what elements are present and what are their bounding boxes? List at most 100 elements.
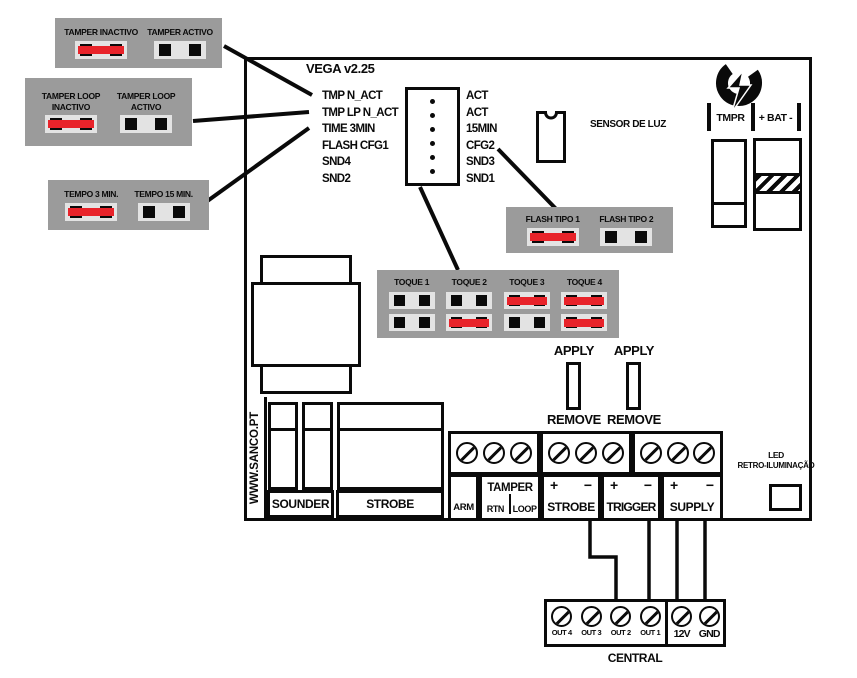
jumper-pin	[476, 295, 488, 307]
jumper-cap	[78, 45, 125, 54]
config-option-label: TAMPER LOOP INACTIVO	[41, 91, 101, 112]
apply-label: APPLY	[613, 343, 655, 358]
jumper-tamper-loop-activo	[120, 114, 173, 133]
pin-dot	[430, 169, 435, 174]
pin-dot	[430, 113, 435, 118]
supply-terminal-label: SUPPLY	[669, 500, 715, 514]
light-sensor-shape	[536, 111, 566, 163]
strobe-terminal-label: STROBE	[547, 500, 595, 514]
pin-label: ACT	[466, 106, 488, 119]
sounder-connector-2	[302, 402, 333, 490]
jumper-toque4-top	[561, 292, 608, 310]
connector-divider	[305, 428, 330, 431]
jumper-cap	[506, 296, 547, 305]
tick-bar	[797, 103, 801, 131]
screw-terminal-supply-plus	[666, 442, 689, 464]
screw-terminal-strobe-minus	[575, 442, 597, 464]
toque-label: TOQUE 3	[509, 276, 545, 287]
central-cell: OUT 2	[606, 602, 636, 644]
screw-gnd	[698, 606, 720, 627]
config-option: TEMPO 15 MIN.	[134, 189, 193, 221]
jumper-tempo-15min	[137, 202, 190, 221]
pin-dot	[430, 99, 435, 104]
pin-label: 15MIN	[466, 123, 497, 136]
out1-label: OUT 1	[640, 628, 661, 637]
jumper-pin	[155, 117, 168, 130]
tick-bar	[707, 103, 711, 131]
battery-hatch-band	[755, 173, 800, 194]
jumper-cap	[68, 207, 115, 216]
legend-block-tamper: TAMPER INACTIVO TAMPER ACTIVO	[55, 18, 222, 68]
jumper-pin	[605, 230, 618, 243]
jumper-pin	[393, 317, 405, 329]
legend-block-tempo: TEMPO 3 MIN. TEMPO 15 MIN.	[48, 180, 209, 230]
config-option: TEMPO 3 MIN.	[64, 189, 119, 221]
terminal-label-tamper: TAMPER RTN LOOP	[479, 474, 541, 521]
screw-terminal-trigger-plus	[602, 442, 624, 464]
terminal-block-1	[448, 431, 540, 475]
config-option: TAMPER INACTIVO	[64, 27, 138, 59]
label-divider	[508, 494, 512, 514]
pin-label: ACT	[466, 90, 488, 102]
apply-remove-jumper-1	[566, 362, 581, 410]
trigger-terminal-label: TRIGGER	[606, 500, 656, 514]
transformer-top	[260, 255, 352, 285]
config-option: FLASH TIPO 2	[599, 214, 654, 246]
sounder-label-box: SOUNDER	[267, 490, 334, 518]
pin-labels-left: TMP N_ACT TMP LP N_ACT TIME 3MIN FLASH C…	[322, 88, 399, 188]
pin-label: CFG2	[466, 139, 495, 152]
pin-label: TIME 3MIN	[322, 123, 375, 136]
jumper-tamper-inactivo	[75, 40, 128, 59]
jumper-pin	[635, 230, 648, 243]
central-cell: OUT 4	[547, 602, 577, 644]
transformer-body	[251, 282, 361, 367]
loop-label: LOOP	[512, 504, 537, 514]
transformer-bottom	[260, 364, 352, 394]
jumper-tempo-3min	[65, 202, 118, 221]
jumper-pin	[533, 317, 545, 329]
jumper-cap	[47, 119, 94, 128]
toque-label: TOQUE 1	[394, 276, 430, 287]
jumper-pin	[188, 43, 201, 56]
pin-header	[405, 87, 460, 186]
jumper-pin	[172, 205, 185, 218]
jumper-cap	[564, 296, 605, 305]
config-option-label: TAMPER ACTIVO	[147, 27, 213, 38]
screw-out3	[580, 606, 602, 627]
jumper-toque1-top	[388, 292, 435, 310]
central-label: CENTRAL	[607, 651, 663, 665]
screw-out4	[551, 606, 573, 627]
pin-label: TMP N_ACT	[322, 90, 383, 102]
jumper-pin	[158, 43, 171, 56]
led-component	[769, 484, 802, 511]
terminal-block-2	[540, 431, 632, 475]
screw-12v	[671, 606, 693, 627]
screw-terminal-strobe-plus	[548, 442, 570, 464]
toque-column: TOQUE 4	[561, 277, 608, 332]
arm-label: ARM	[453, 502, 474, 513]
tmpr-connector	[711, 139, 747, 228]
minus-sign: −	[705, 477, 714, 493]
jumper-tamper-activo	[153, 40, 206, 59]
pin-dot	[430, 141, 435, 146]
config-option-label: FLASH TIPO 1	[525, 214, 580, 225]
screw-terminal-rtn	[483, 442, 505, 464]
apply-label: APPLY	[553, 343, 595, 358]
config-option: TAMPER ACTIVO	[147, 27, 213, 59]
out2-label: OUT 2	[610, 628, 631, 637]
12v-label: 12V	[673, 628, 691, 640]
connector-divider	[714, 202, 744, 205]
toque-column: TOQUE 1	[388, 276, 435, 332]
tmpr-label: TMPR	[716, 112, 745, 124]
pin-dot	[430, 127, 435, 132]
terminal-label-arm: ARM	[448, 474, 479, 521]
terminal-block-3	[632, 431, 723, 475]
toque-column: TOQUE 2	[446, 277, 493, 332]
central-power-block: 12V GND	[665, 599, 726, 647]
terminal-label-strobe: + − STROBE	[541, 474, 601, 521]
toque-column: TOQUE 3	[503, 276, 550, 332]
pin-label: SND1	[466, 172, 495, 185]
battery-connector	[753, 138, 802, 231]
board-title: VEGA v2.25	[306, 61, 375, 76]
jumper-cap	[449, 318, 490, 327]
